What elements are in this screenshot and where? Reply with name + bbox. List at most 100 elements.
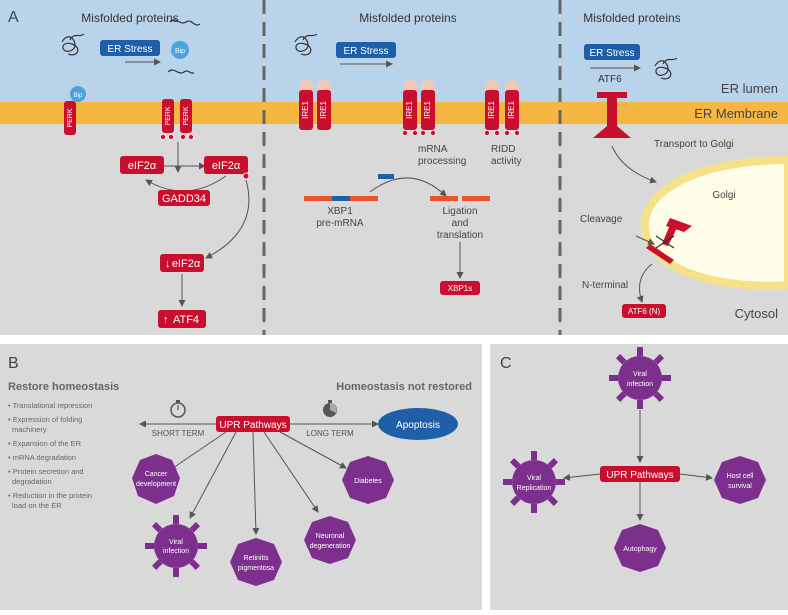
- ire1-label: IRE1: [301, 101, 310, 119]
- viral-replication-label: Viral: [527, 475, 541, 482]
- neuronal-label: Neuronal: [316, 533, 345, 540]
- col1-title: Misfolded proteins: [81, 11, 178, 25]
- down-arrow-icon: ↓: [165, 258, 171, 270]
- apoptosis-node: [378, 408, 458, 440]
- ire1-label: IRE1: [507, 101, 516, 119]
- bip-label: Bip: [74, 93, 83, 99]
- er-stress-label: ER Stress: [343, 46, 388, 57]
- cytosol-label: Cytosol: [735, 306, 778, 321]
- restore-title: Restore homeostasis: [8, 381, 119, 393]
- host-cell-label: Host cell: [727, 473, 754, 480]
- col3-title: Misfolded proteins: [583, 11, 680, 25]
- atf6n-label: ATF6 (N): [628, 307, 661, 316]
- diabetes-node: [342, 456, 394, 504]
- bullet-item: load on the ER: [12, 501, 62, 510]
- misfolded-protein-icon: [654, 57, 678, 80]
- ire1-label: IRE1: [319, 101, 328, 119]
- panel-b-letter: B: [8, 355, 19, 372]
- not-restored-title: Homeostasis not restored: [336, 381, 472, 393]
- stopwatch-icon: [170, 400, 186, 418]
- gadd34-box: [158, 190, 210, 206]
- upr-pathways-label: UPR Pathways: [219, 420, 286, 431]
- neuronal-label: degeneration: [310, 543, 351, 550]
- xbp1-exon: [304, 196, 332, 201]
- viral-replication-label: Replication: [517, 485, 552, 492]
- short-term-label: SHORT TERM: [152, 429, 205, 438]
- ridd-label: activity: [491, 156, 522, 167]
- golgi-label: Golgi: [712, 190, 735, 201]
- misfolded-protein-icon: [169, 19, 201, 26]
- ridd-label: RIDD: [491, 144, 515, 155]
- apoptosis-label: Apoptosis: [396, 420, 440, 431]
- atf6n-box: [622, 304, 666, 318]
- diabetes-label: Diabetes: [354, 478, 382, 485]
- bullet-item: • Expansion of the ER: [8, 439, 82, 448]
- upr-pathways-box: [600, 466, 680, 482]
- panel-c: C Viral infection UPR Pathways Viral Rep…: [490, 344, 788, 610]
- er-stress-box: [584, 44, 640, 60]
- xbp1s-label: XBP1s: [448, 284, 472, 293]
- stopwatch-filled-icon: [323, 400, 337, 417]
- perk-label: PERK: [67, 108, 74, 127]
- panel-a-letter: A: [8, 9, 19, 26]
- er-lumen-label: ER lumen: [721, 81, 778, 96]
- eif2a-phospho-box: [204, 156, 248, 174]
- xbp1s-exon: [430, 196, 458, 201]
- viral-label: Viral: [169, 539, 183, 546]
- eif2a-box: [120, 156, 164, 174]
- eif2a-label: eIF2α: [128, 160, 157, 172]
- panel-a: A Misfolded proteins Misfolded proteins …: [0, 0, 788, 335]
- gadd34-label: GADD34: [162, 193, 206, 205]
- perk-label: PERK: [165, 106, 172, 125]
- viral-infection-label: infection: [627, 381, 653, 388]
- retinitis-label: Retinitis: [244, 555, 269, 562]
- eif2a-phospho-label: eIF2α: [212, 160, 241, 172]
- cancer-node: [132, 454, 180, 504]
- cleavage-label: Cleavage: [580, 214, 623, 225]
- transport-label: Transport to Golgi: [654, 139, 734, 150]
- long-term-label: LONG TERM: [306, 429, 354, 438]
- bullet-list: • Translational repression • Expression …: [8, 401, 92, 510]
- host-cell-label: survival: [728, 483, 752, 490]
- panel-b: B Restore homeostasis Homeostasis not re…: [0, 344, 482, 610]
- atf4-box: [158, 310, 206, 328]
- xbp1-label: XBP1: [327, 206, 353, 217]
- ligation-label: and: [452, 218, 469, 229]
- atf6-label: ATF6: [598, 74, 622, 85]
- golgi: [640, 155, 788, 290]
- autophagy-node: [614, 524, 666, 572]
- misfolded-protein-icon: [61, 33, 85, 56]
- viral-infection-node: [145, 515, 207, 577]
- misfolded-protein-icon: [294, 33, 318, 56]
- er-stress-box: [336, 42, 396, 58]
- n-terminal-label: N-terminal: [582, 280, 628, 291]
- neuronal-node: [304, 516, 356, 564]
- ire1-label: IRE1: [423, 101, 432, 119]
- er-stress-box: [100, 40, 160, 56]
- bip-icon: [70, 86, 86, 102]
- er-stress-label: ER Stress: [589, 48, 634, 59]
- up-arrow-icon: ↑: [163, 314, 169, 326]
- retinitis-node: [230, 538, 282, 586]
- viral-label: infection: [163, 548, 189, 555]
- eif2a-down-label: eIF2α: [172, 258, 201, 270]
- upr-pathways-label: UPR Pathways: [606, 470, 673, 481]
- bip-label: Bip: [175, 48, 185, 55]
- cancer-label: Cancer: [145, 471, 168, 478]
- bip-icon: [171, 41, 189, 59]
- host-cell-node: [714, 456, 766, 504]
- viral-replication-node: [503, 451, 565, 513]
- bullet-item: • Expression of folding: [8, 415, 82, 424]
- retinitis-label: pigmentosa: [238, 565, 274, 572]
- er-membrane-label: ER Membrane: [694, 106, 778, 121]
- eif2a-down-box: [160, 254, 204, 272]
- ligation-label: translation: [437, 230, 483, 241]
- viral-infection-label: Viral: [633, 371, 647, 378]
- perk-label: PERK: [183, 106, 190, 125]
- upr-pathways-box: [216, 416, 290, 432]
- ire1-label: IRE1: [405, 101, 414, 119]
- bullet-item: • Translational repression: [8, 401, 92, 410]
- xbp1s-box: [440, 281, 480, 295]
- bullet-item: degradation: [12, 477, 52, 486]
